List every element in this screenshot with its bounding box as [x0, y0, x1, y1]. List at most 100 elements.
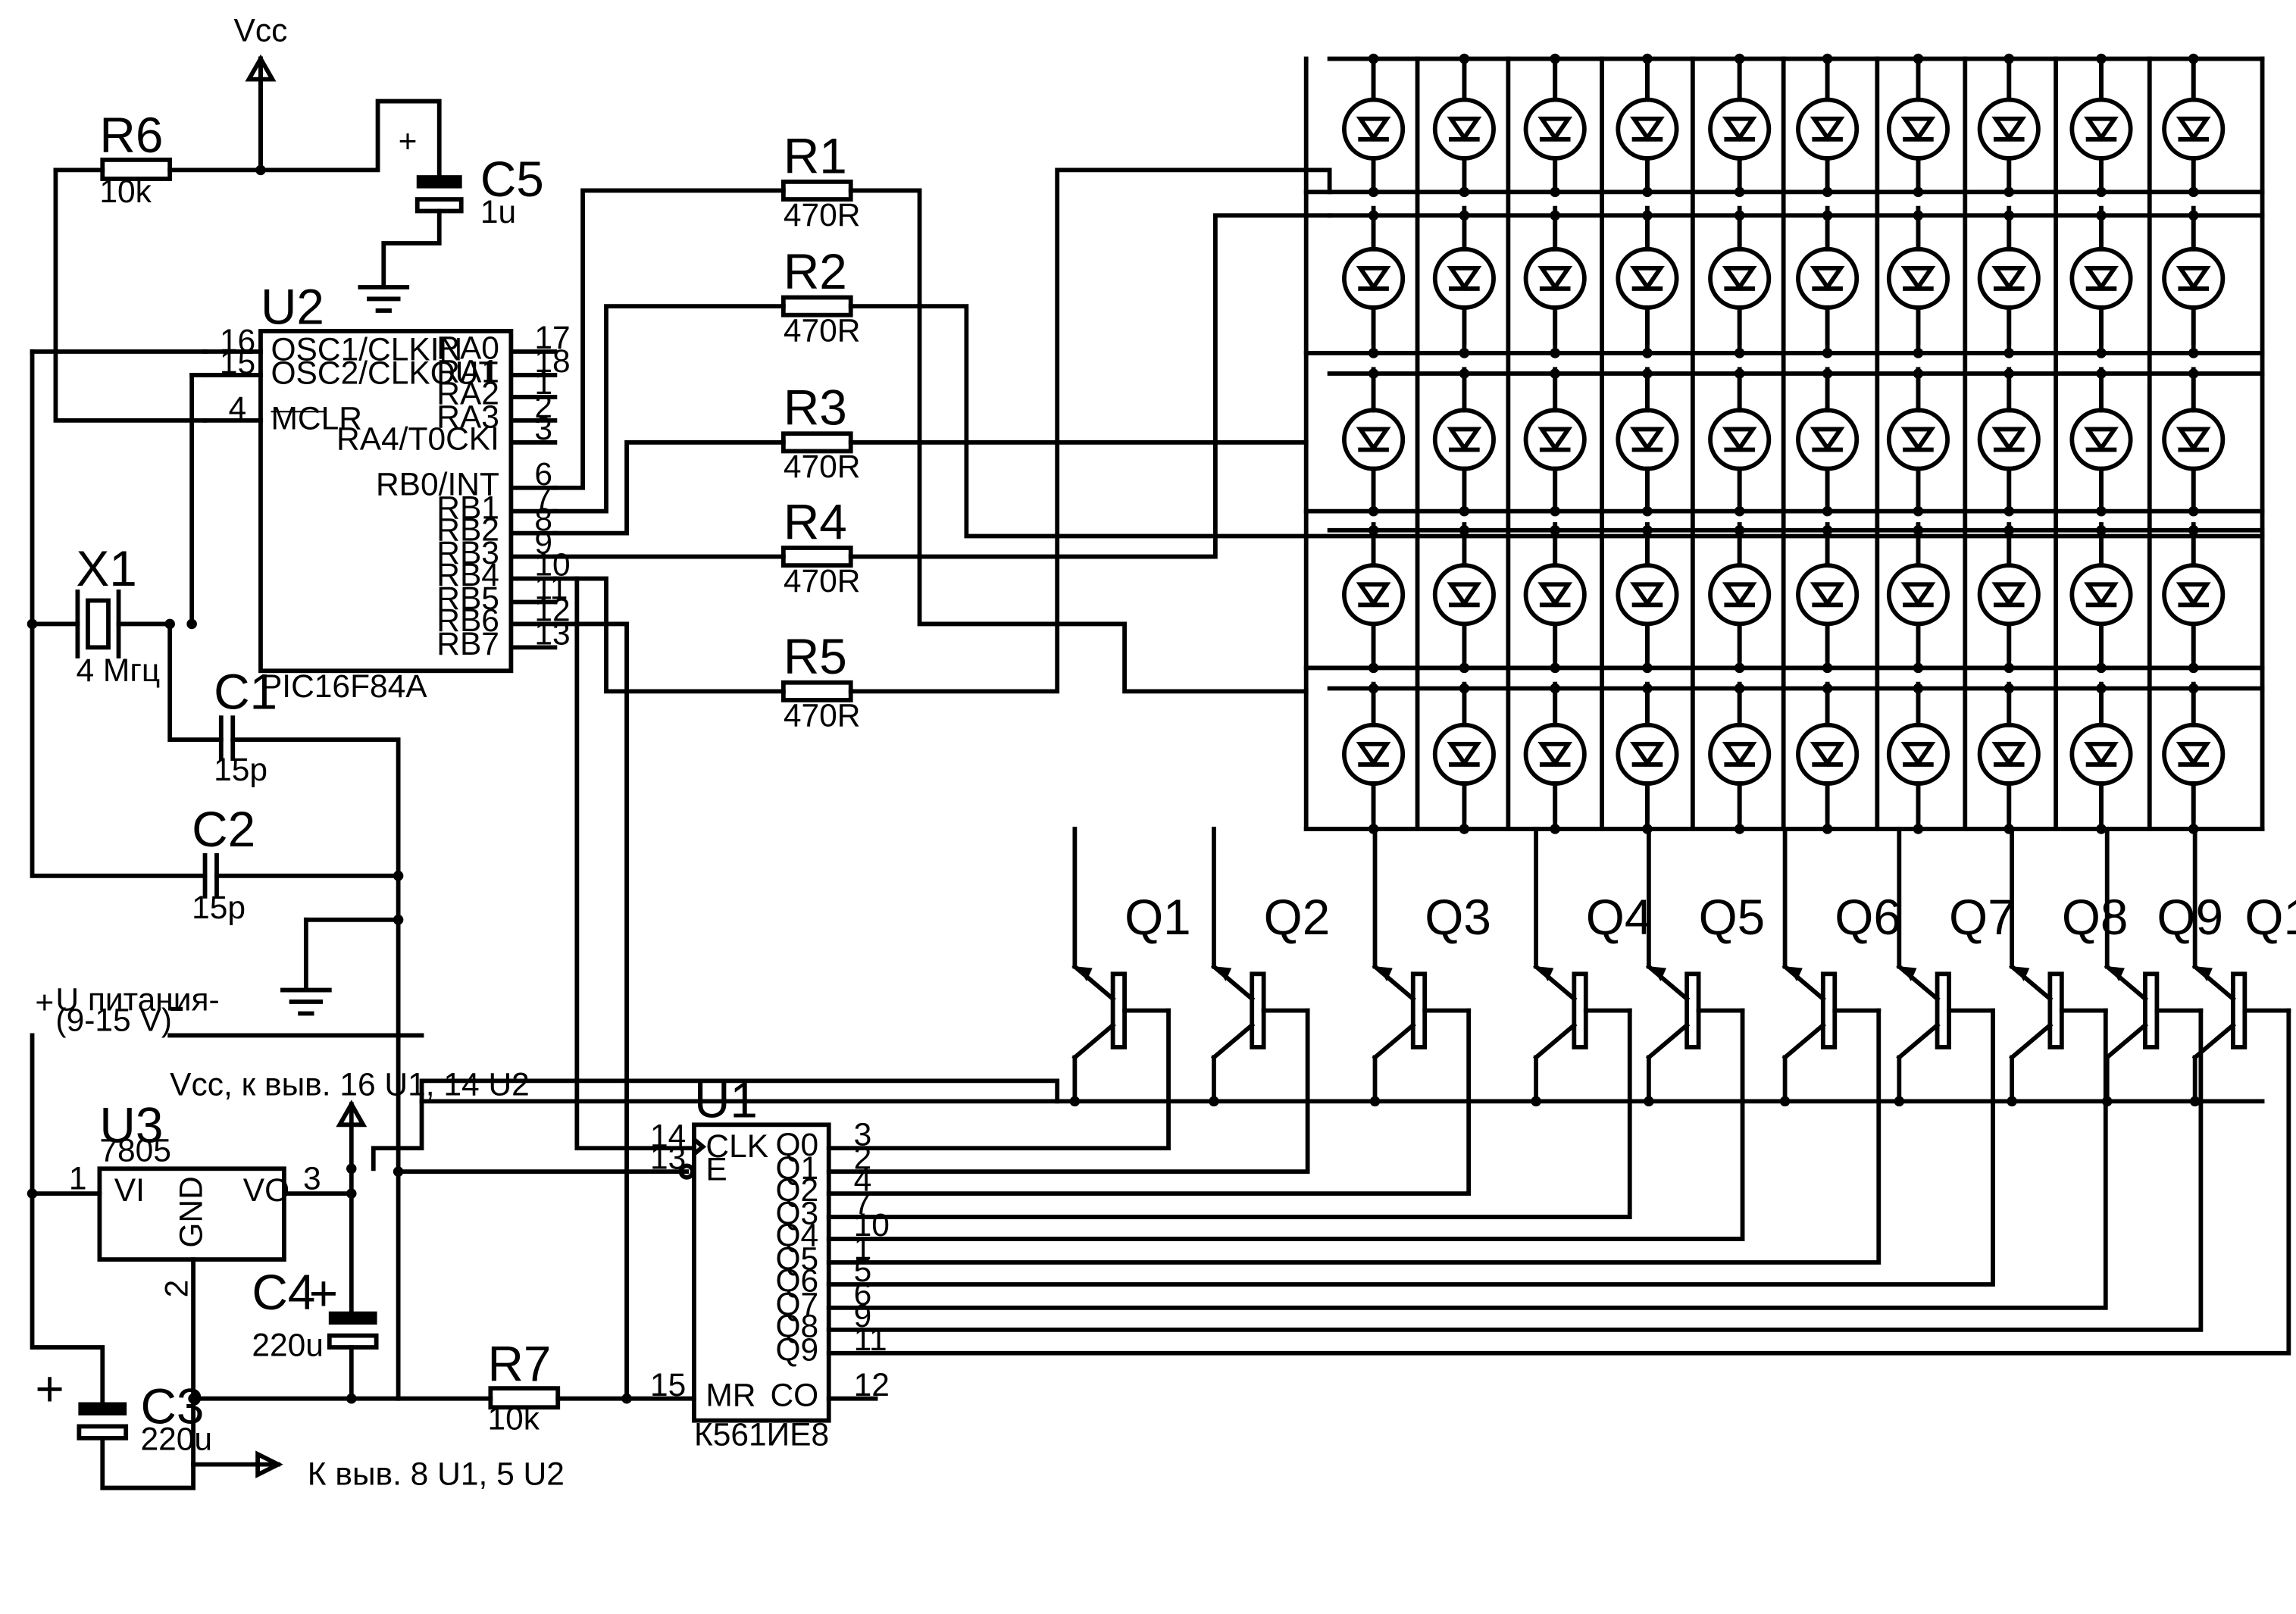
svg-text:4 Мгц: 4 Мгц — [76, 653, 160, 689]
junction-dot — [1913, 683, 1924, 694]
led-body — [1616, 246, 1679, 310]
resistor-ref: R4 — [784, 494, 847, 549]
diode-icon — [1722, 116, 1757, 142]
resistor-ref: R2 — [784, 244, 847, 299]
junction-dot — [2096, 525, 2107, 536]
diode-icon — [1991, 582, 2027, 608]
resistor-ref: R3 — [784, 380, 847, 436]
junction-dot — [2188, 683, 2199, 694]
capacitor-c1: C1 15p — [214, 665, 277, 789]
diode-icon — [1900, 265, 1936, 292]
svg-text:7805: 7805 — [99, 1134, 171, 1169]
transistor-collector — [1210, 1021, 1256, 1061]
wire — [826, 1008, 1995, 1287]
led-body — [1342, 408, 1406, 471]
led-body — [1342, 722, 1406, 786]
junction-dot — [2188, 662, 2199, 674]
u2-pin-name: RA4/T0CKI — [336, 421, 499, 457]
transistor-body — [1572, 971, 1588, 1049]
u1-pin-num: 1 — [854, 1231, 872, 1267]
transistor-label: Q2 — [1264, 890, 1331, 945]
capacitor-c2: C2 15p — [192, 802, 255, 926]
svg-text:U3: U3 — [99, 1098, 163, 1153]
resistor-r1 — [780, 179, 853, 202]
junction-dot — [188, 1393, 199, 1404]
transistor-collector — [2191, 1021, 2236, 1061]
led — [1796, 246, 1860, 310]
wire — [826, 1008, 2291, 1356]
led — [1977, 246, 2041, 310]
svg-text:GND: GND — [174, 1176, 210, 1247]
transistor-emitter — [1645, 963, 1691, 1002]
wire — [826, 1008, 2204, 1332]
led — [1886, 722, 1950, 786]
led-body — [1523, 722, 1587, 786]
svg-text:C4: C4 — [252, 1265, 315, 1320]
led — [2069, 722, 2133, 786]
junction-dot — [1913, 53, 1924, 64]
led — [1616, 246, 1679, 310]
junction-dot — [1642, 53, 1653, 64]
junction-dot — [1894, 1096, 1905, 1107]
diode-icon — [1447, 742, 1482, 768]
led — [2069, 408, 2133, 471]
junction-dot — [393, 915, 404, 925]
junction-dot — [1550, 683, 1560, 694]
led-body — [1342, 563, 1406, 627]
u1-pin-name: Q2 — [776, 1173, 819, 1209]
junction-dot — [164, 618, 175, 630]
junction-dot — [1642, 505, 1653, 517]
led-body — [2069, 246, 2133, 310]
diode-icon — [1810, 265, 1845, 292]
u1-pin-num: 9 — [854, 1299, 872, 1334]
diode-icon — [2084, 116, 2119, 142]
capacitor-c3: + C3 220u — [35, 1361, 212, 1457]
led — [1708, 722, 1772, 786]
ground-c5 — [358, 285, 410, 313]
u2-pin-num: 9 — [534, 526, 552, 561]
led-body — [2162, 246, 2226, 310]
u1-pin-num: 7 — [854, 1186, 872, 1221]
diode-icon — [1810, 742, 1845, 768]
emitter-arrow-icon — [1651, 966, 1667, 981]
transistor-q1: Q1 — [1071, 890, 1191, 1061]
led — [1432, 722, 1496, 786]
u2-pin-name: RA2 — [436, 377, 499, 412]
wire — [167, 621, 224, 743]
u1-pin-num: 5 — [854, 1253, 872, 1289]
transistors: Q1Q2Q3Q4Q5Q6Q7Q8Q9Q10 — [1071, 890, 2296, 1061]
diode-icon — [1810, 116, 1845, 142]
junction-dot — [2188, 186, 2199, 198]
u2-pin-name: RB2 — [436, 512, 499, 548]
diode-icon — [1991, 427, 2027, 452]
junction-dot — [1822, 683, 1833, 694]
svg-text:C2: C2 — [192, 802, 255, 857]
led — [1523, 722, 1587, 786]
vcc-symbol: Vcc — [234, 13, 287, 173]
led-body — [1432, 722, 1496, 786]
diode-icon — [1356, 265, 1391, 292]
led-body — [1616, 408, 1679, 471]
junction-dot — [1913, 824, 1924, 834]
led — [1886, 97, 1950, 161]
svg-text:C1: C1 — [214, 665, 277, 720]
junction-dot — [1550, 525, 1560, 536]
diode-icon — [1447, 582, 1482, 608]
transistor-collector — [2009, 1021, 2054, 1061]
led — [1796, 97, 1860, 161]
power-input: + U питания- (9-15 V) - — [35, 977, 219, 1039]
transistor-label: Q7 — [1949, 890, 2016, 945]
junction-dot — [1642, 683, 1653, 694]
transistor-label: Q1 — [1125, 890, 1191, 945]
diode-icon — [2084, 582, 2119, 608]
diode-icon — [2084, 427, 2119, 452]
diode-icon — [1991, 265, 2027, 292]
wire — [30, 349, 208, 878]
junction-dot — [1368, 348, 1379, 358]
junction-dot — [2096, 824, 2107, 834]
capacitor-c4: + C4 220u — [252, 1265, 379, 1364]
led-body — [1432, 408, 1496, 471]
junction-dot — [2096, 348, 2107, 358]
junction-dot — [1550, 368, 1560, 379]
